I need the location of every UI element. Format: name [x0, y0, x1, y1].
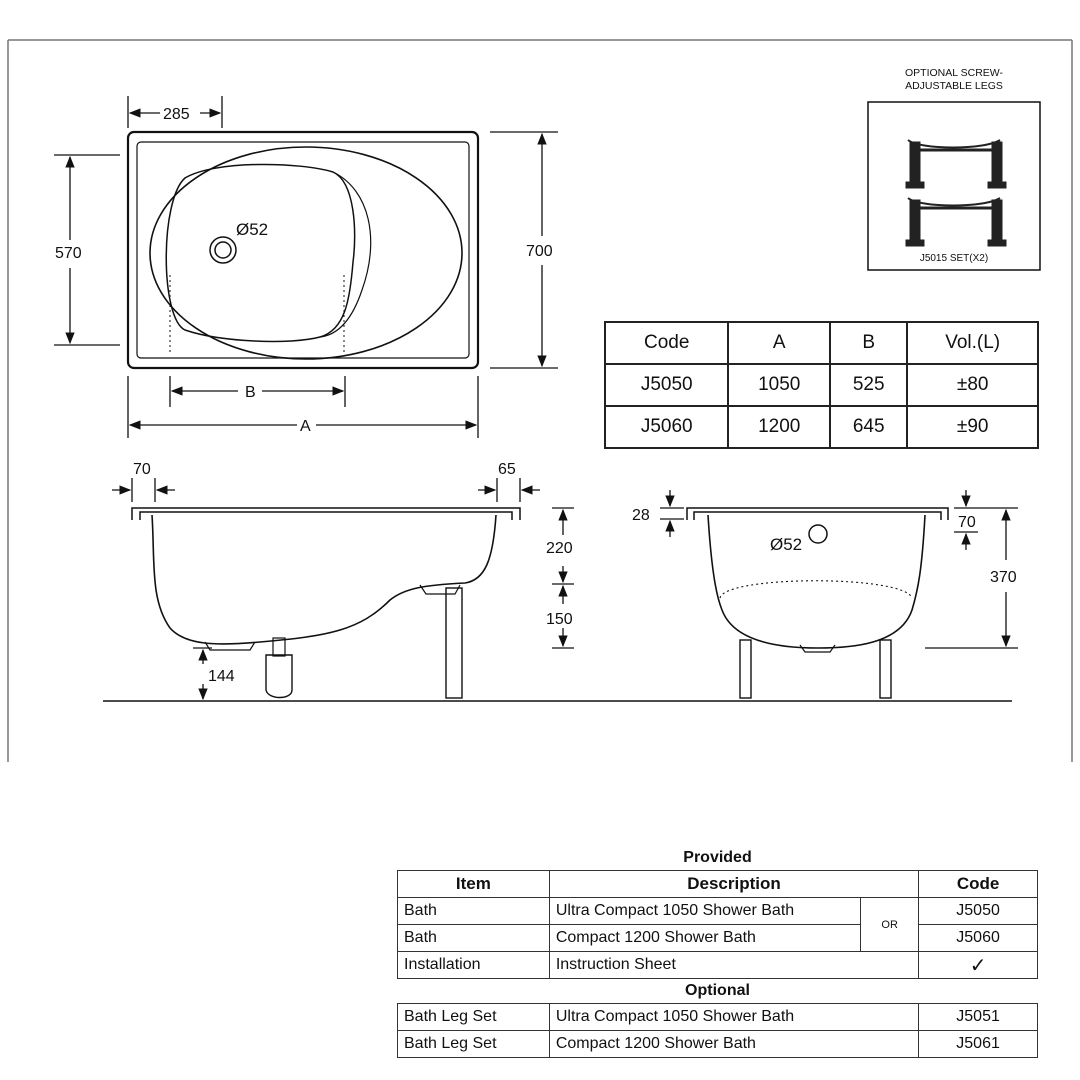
table-row: Bath Leg Set Ultra Compact 1050 Shower B… — [397, 1003, 1038, 1031]
dim-a-label: A — [300, 418, 311, 435]
spec-header-a: A — [727, 321, 832, 365]
checkmark-icon: ✓ — [918, 951, 1038, 979]
spec-header-row: Code A B Vol.(L) — [603, 321, 1039, 365]
sheet-frame — [7, 39, 1073, 762]
side-dimension-lines — [112, 478, 574, 701]
spec-header-code: Code — [603, 321, 730, 365]
description-cell: Ultra Compact 1050 Shower Bath — [548, 1003, 920, 1031]
end-dim-370-label: 370 — [990, 569, 1017, 586]
spec-row: J5060 1200 645 ±90 — [603, 405, 1039, 449]
provided-header-row: Item Description Code — [397, 870, 1038, 898]
dim-570-label: 570 — [55, 245, 82, 262]
table-row: Installation Instruction Sheet ✓ — [397, 951, 1038, 979]
item-cell: Installation — [397, 951, 550, 979]
spec-cell: ±80 — [906, 363, 1039, 407]
code-cell: J5050 — [918, 897, 1038, 925]
header-item: Item — [397, 870, 550, 898]
side-dim-65-label: 65 — [498, 461, 516, 478]
side-dim-150-label: 150 — [546, 611, 573, 628]
side-dim-70-label: 70 — [133, 461, 151, 478]
dim-700-label: 700 — [526, 243, 553, 260]
side-dim-144-label: 144 — [208, 668, 235, 685]
leg-set-icon — [905, 139, 1007, 247]
spec-cell: J5060 — [603, 405, 730, 449]
spec-header-vol: Vol.(L) — [906, 321, 1039, 365]
spec-cell: 645 — [829, 405, 909, 449]
side-dim-220-label: 220 — [546, 540, 573, 557]
end-dimension-lines — [660, 490, 1018, 649]
header-description: Description — [548, 870, 920, 898]
dim-b-label: B — [245, 384, 256, 401]
optional-caption-row: Optional — [398, 979, 1038, 1004]
item-cell: Bath Leg Set — [397, 1030, 550, 1058]
end-overflow-label: Ø52 — [770, 535, 802, 554]
provided-caption-row: Provided — [398, 846, 1038, 871]
code-cell: J5051 — [918, 1003, 1038, 1031]
description-cell: Instruction Sheet — [548, 951, 920, 979]
legs-set-label: J5015 SET(X2) — [920, 253, 988, 264]
spec-cell: 1200 — [727, 405, 832, 449]
end-dim-28-label: 28 — [632, 507, 650, 524]
item-cell: Bath Leg Set — [397, 1003, 550, 1031]
end-view — [686, 507, 949, 699]
code-cell: J5061 — [918, 1030, 1038, 1058]
header-code: Code — [918, 870, 1038, 898]
spec-cell: ±90 — [906, 405, 1039, 449]
provided-table: Provided Item Description Code Bath Ultr… — [397, 846, 1038, 1058]
legs-title-line1: OPTIONAL SCREW- — [905, 67, 1004, 79]
description-cell: Compact 1200 Shower Bath — [548, 924, 862, 952]
optional-caption: Optional — [685, 982, 750, 999]
provided-caption: Provided — [683, 849, 752, 866]
spec-header-b: B — [829, 321, 909, 365]
description-cell: Ultra Compact 1050 Shower Bath — [548, 897, 862, 925]
legs-title-line2: ADJUSTABLE LEGS — [905, 80, 1003, 92]
spec-cell: 1050 — [727, 363, 832, 407]
technical-drawing: Ø52 285 570 700 B A OPTIONAL SCREW- ADJU… — [7, 39, 1073, 762]
code-cell: J5060 — [918, 924, 1038, 952]
plan-view — [126, 130, 480, 370]
spec-cell: 525 — [829, 363, 909, 407]
table-row: Bath Leg Set Compact 1200 Shower Bath J5… — [397, 1030, 1038, 1058]
side-view — [103, 507, 1012, 702]
table-row: Bath Compact 1200 Shower Bath J5060 — [397, 924, 1038, 952]
plan-drain-label: Ø52 — [236, 220, 268, 239]
spec-row: J5050 1050 525 ±80 — [603, 363, 1039, 407]
dim-285-label: 285 — [163, 106, 190, 123]
item-cell: Bath — [397, 897, 550, 925]
description-cell: Compact 1200 Shower Bath — [548, 1030, 920, 1058]
legs-box — [867, 101, 1041, 271]
item-cell: Bath — [397, 924, 550, 952]
end-dim-70-label: 70 — [958, 514, 976, 531]
plan-dimension-lines — [54, 96, 558, 438]
table-row: Bath Ultra Compact 1050 Shower Bath OR J… — [397, 897, 1038, 952]
spec-cell: J5050 — [603, 363, 730, 407]
or-label: OR — [860, 897, 920, 952]
spec-table: Code A B Vol.(L) J5050 1050 525 ±80 J506… — [603, 321, 1039, 449]
